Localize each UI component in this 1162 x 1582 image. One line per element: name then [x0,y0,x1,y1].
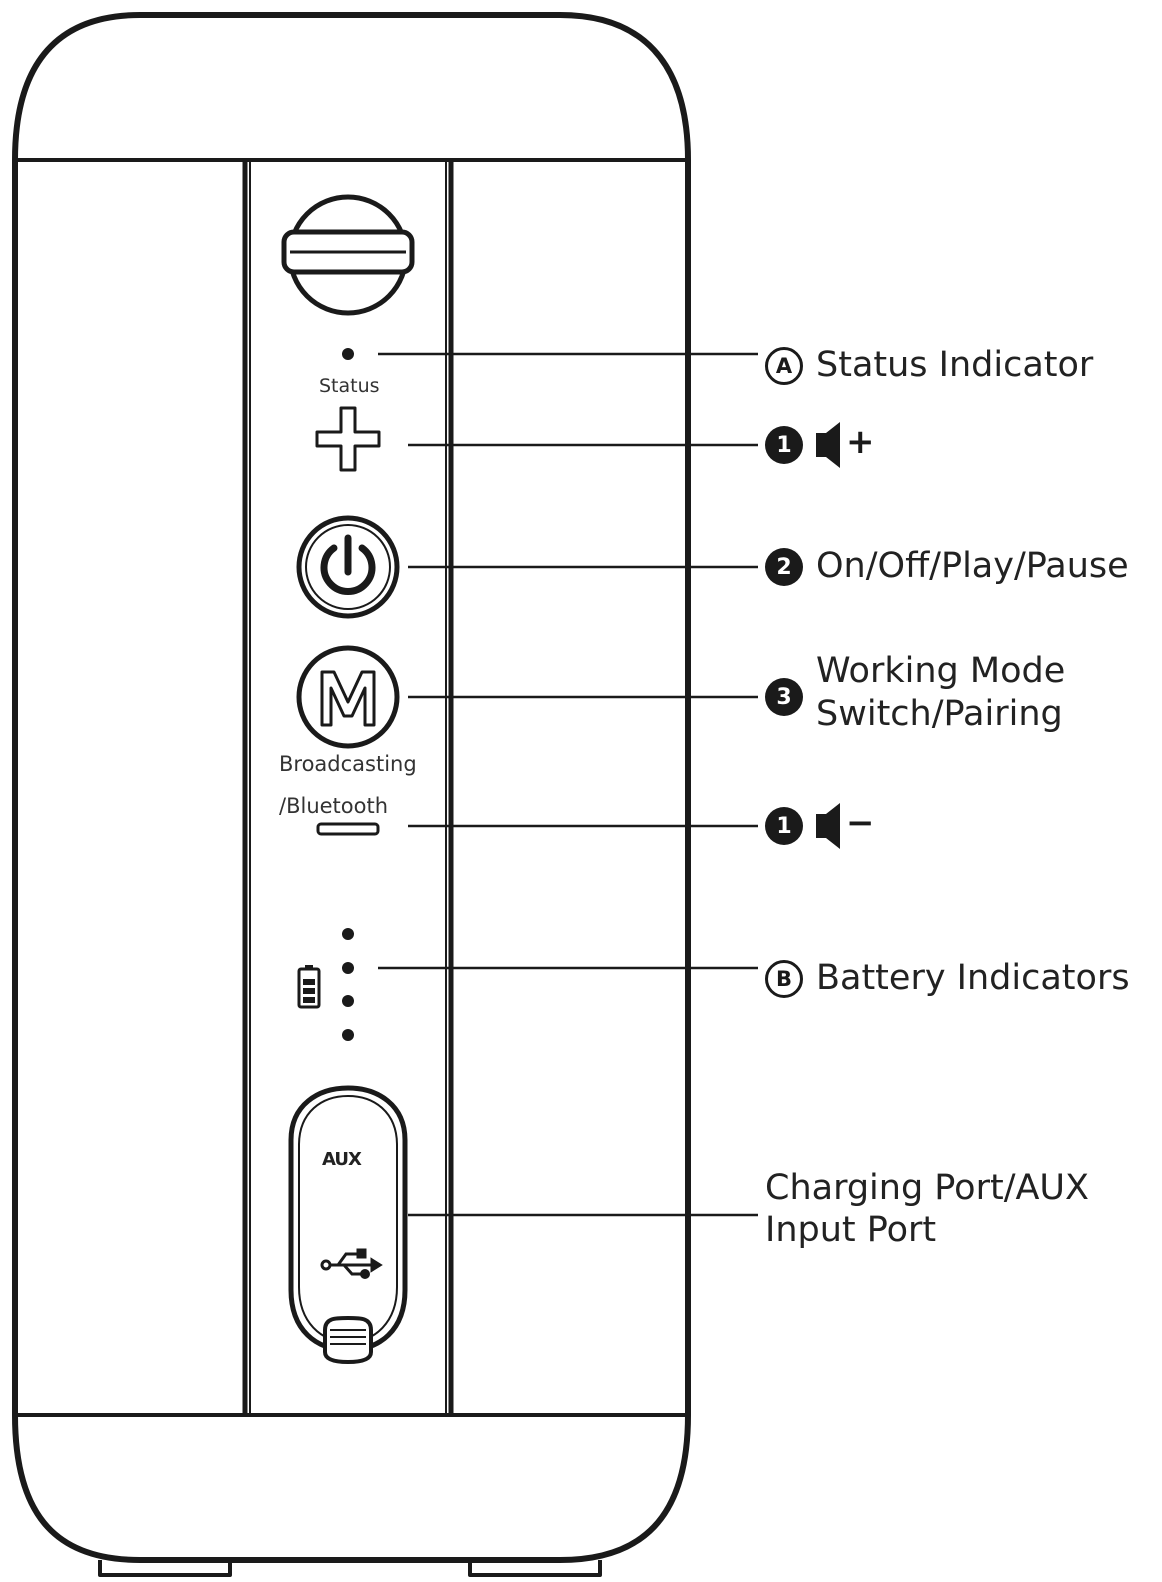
callout-status-indicator: Status Indicator [816,345,1094,385]
status-indicator-dot [342,348,354,360]
speaker-icon [816,803,840,849]
callout-mode-line1: Working Mode [816,651,1066,691]
top-grip [281,194,415,316]
foot-right [468,1560,602,1577]
callout-power: On/Off/Play/Pause [816,546,1129,586]
power-button[interactable] [296,515,400,619]
aux-label: AUX [322,1149,362,1170]
callout-badge-1-down: 1 [765,807,803,845]
callout-port-line2: Input Port [765,1210,937,1250]
power-icon [320,534,376,595]
callout-badge-3: 3 [765,678,803,716]
plus-icon[interactable] [315,406,381,472]
mode-label-line2: /Bluetooth [279,794,389,818]
speaker-body [12,12,691,1563]
port-cover[interactable] [288,1085,408,1353]
m-letter-icon [320,670,376,727]
callout-badge-a: A [765,347,803,385]
status-label: Status [319,375,380,397]
strap-loop-icon [323,1316,373,1364]
speaker-icon [816,422,840,468]
callout-battery: Battery Indicators [816,958,1130,998]
callout-badge-b: B [765,960,803,998]
battery-indicator-dots [342,928,354,1041]
minus-icon[interactable] [316,822,380,836]
callout-mode-line2: Switch/Pairing [816,694,1063,734]
callout-volume-down-symbol: − [846,803,875,843]
foot-left [98,1560,232,1577]
callout-port-line1: Charging Port/AUX [765,1168,1090,1208]
callout-badge-1-up: 1 [765,426,803,464]
leader-lines [378,352,758,1217]
callout-volume-up-symbol: + [846,422,875,462]
battery-icon [297,965,321,1009]
callout-badge-2: 2 [765,548,803,586]
mode-label-line1: Broadcasting [279,752,417,776]
usb-icon [320,1248,383,1279]
mode-button[interactable] [296,645,400,749]
